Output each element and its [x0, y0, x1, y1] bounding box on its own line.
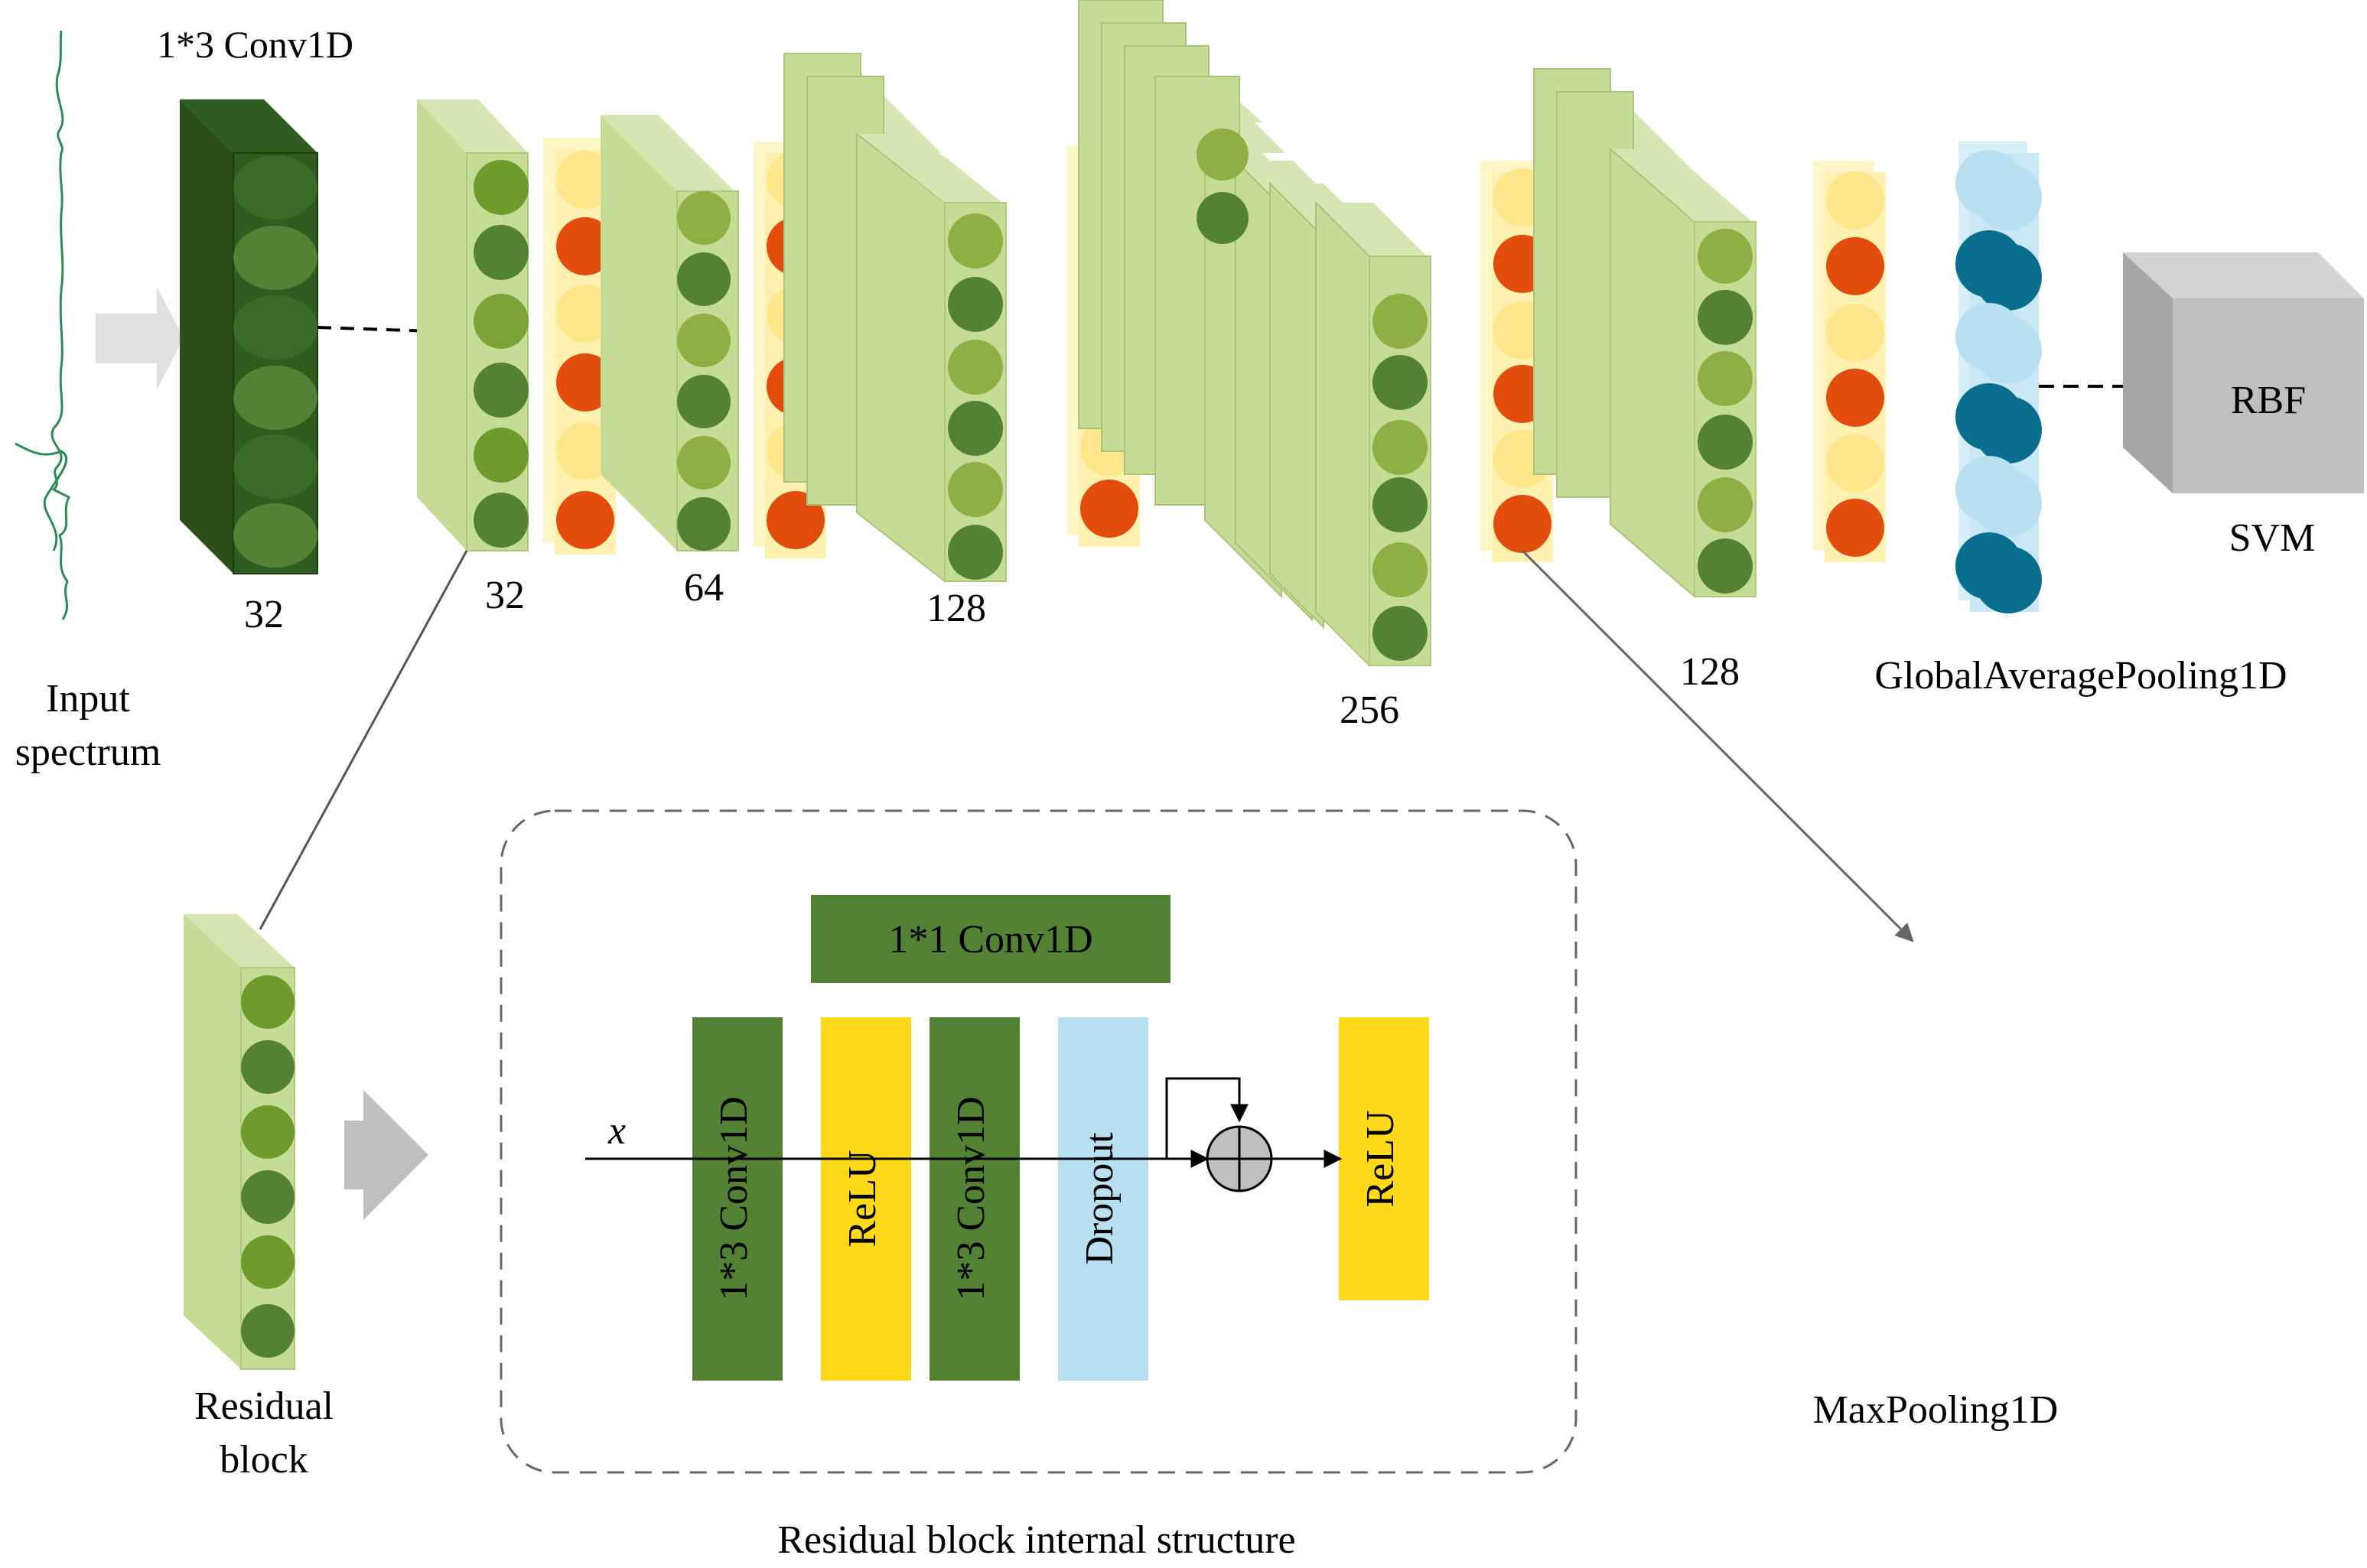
count-64: 64 — [684, 566, 724, 610]
sum-node-icon — [1206, 1125, 1273, 1192]
input-arrow — [96, 287, 184, 390]
conv1x3-label-b: 1*3 Conv1D — [949, 1096, 993, 1300]
gap-label: GlobalAveragePooling1D — [1874, 654, 2287, 698]
count-32b: 32 — [485, 574, 525, 617]
residual-block-128-second — [1533, 68, 1757, 599]
conv1x3-block-b — [930, 1017, 1020, 1381]
relu-label-b: ReLU — [1359, 1110, 1402, 1207]
skip-connection-path — [1165, 1077, 1249, 1159]
residual-label-line2: block — [220, 1438, 308, 1482]
maxpool-zoom-line — [1521, 549, 1914, 942]
svm-rbf-cube — [2123, 252, 2364, 493]
residual-label-line1: Residual — [194, 1384, 334, 1428]
relu-label-a: ReLU — [841, 1150, 884, 1247]
count-256: 256 — [1340, 688, 1399, 732]
relu-block-a — [821, 1017, 911, 1381]
residual-block-256 — [1078, 0, 1431, 668]
global-average-pooling-column — [1955, 142, 2042, 613]
residual-internal-container — [500, 809, 1577, 1474]
conv1d-first-block — [180, 99, 318, 574]
connector-dash-1 — [317, 326, 479, 334]
pooling-column-5 — [1813, 161, 1886, 562]
conv-first-label: 1*3 Conv1D — [157, 23, 353, 66]
residual-zoom-line — [259, 550, 468, 930]
conv1x1-label: 1*1 Conv1D — [888, 918, 1092, 961]
svm-label: SVM — [2229, 516, 2316, 560]
count-128b: 128 — [1680, 650, 1740, 694]
residual-block-64 — [601, 115, 739, 551]
count-128a: 128 — [926, 587, 986, 630]
residual-block-32 — [417, 99, 529, 551]
dropout-block — [1058, 1017, 1148, 1381]
input-spectrum-signal — [50, 30, 71, 620]
conv1x3-label-a: 1*3 Conv1D — [712, 1096, 756, 1300]
rbf-label: RBF — [2231, 379, 2306, 422]
input-label-line2: spectrum — [15, 730, 161, 774]
count-32a: 32 — [244, 593, 284, 636]
bottom-arrow — [344, 1090, 428, 1220]
internal-structure-title: Residual block internal structure — [777, 1518, 1295, 1562]
residual-block-128 — [783, 53, 1007, 584]
dropout-label: Dropout — [1078, 1132, 1122, 1265]
relu-block-b — [1339, 1017, 1429, 1300]
conv1x1-block — [811, 895, 1170, 983]
input-label-line1: Input — [46, 677, 130, 721]
maxpool-label: MaxPooling1D — [1813, 1388, 2059, 1432]
input-x-label: x — [607, 1109, 626, 1153]
conv1x3-block-a — [692, 1017, 783, 1381]
input-spectrum-baseline — [15, 442, 68, 551]
residual-block-bottom — [184, 914, 295, 1370]
